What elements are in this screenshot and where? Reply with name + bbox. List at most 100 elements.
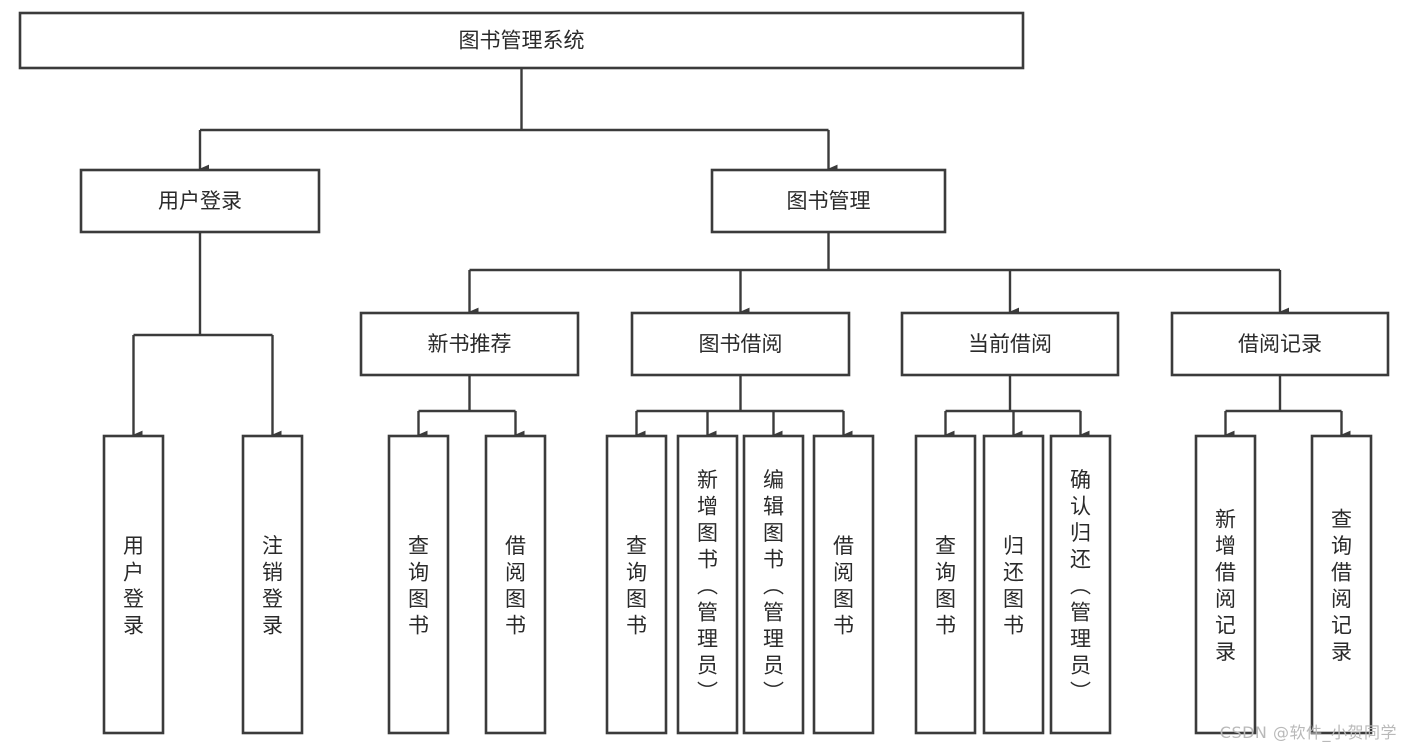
- node-label-char: 增: [697, 494, 718, 518]
- node-label-char: 图: [626, 587, 647, 611]
- node-label-char: 理: [763, 627, 784, 651]
- node-label-char: 借: [1215, 561, 1236, 585]
- node-label-char: （: [1068, 574, 1092, 595]
- node-label-char: 登: [262, 587, 283, 611]
- node-book-borrow[interactable]: 图书借阅: [630, 311, 851, 377]
- node-label-char: 录: [262, 614, 283, 638]
- node-label-char: 记: [1215, 614, 1236, 638]
- node-label-char: 新: [1215, 508, 1236, 532]
- connector-layer: [132, 68, 1351, 440]
- node-label-char: 管: [763, 600, 784, 624]
- node-label-char: 图: [505, 587, 526, 611]
- node-label-char: 书: [935, 614, 956, 638]
- node-label-char: 还: [1070, 547, 1091, 571]
- node-label: 图书管理系统: [459, 29, 585, 53]
- node-label: 借阅记录: [1238, 332, 1322, 356]
- node-label-char: （: [761, 574, 785, 595]
- node-label-char: 录: [1215, 640, 1236, 664]
- node-label: 图书借阅: [699, 332, 783, 356]
- node-label: 图书管理: [787, 189, 871, 213]
- node-label-char: 借: [1331, 561, 1352, 585]
- node-label-char: 理: [697, 627, 718, 651]
- node-label-char: 书: [833, 614, 854, 638]
- node-label-char: 询: [408, 561, 429, 585]
- node-label-char: 员: [1070, 653, 1091, 677]
- node-label-char: 归: [1070, 521, 1091, 545]
- node-label-char: 销: [262, 561, 283, 585]
- node-borrow-record[interactable]: 借阅记录: [1170, 311, 1390, 377]
- node-label-char: 查: [935, 534, 956, 558]
- node-label-char: 询: [935, 561, 956, 585]
- watermark-label: CSDN @软件_小贺同学: [1219, 723, 1397, 742]
- node-book-manage[interactable]: 图书管理: [710, 168, 947, 234]
- node-label-char: 阅: [1331, 587, 1352, 611]
- node-label-char: 理: [1070, 627, 1091, 651]
- node-label-char: 录: [1331, 640, 1352, 664]
- node-label-char: 图: [935, 587, 956, 611]
- node-label-char: 新: [697, 468, 718, 492]
- node-label-char: 阅: [505, 561, 526, 585]
- node-label-char: 还: [1003, 561, 1024, 585]
- node-label-char: 归: [1003, 534, 1024, 558]
- node-label-char: 增: [1215, 534, 1236, 558]
- node-label-char: 查: [626, 534, 647, 558]
- node-label-char: 图: [408, 587, 429, 611]
- node-label-char: 借: [833, 534, 854, 558]
- node-label-char: ）: [761, 680, 785, 701]
- node-label-char: ）: [1068, 680, 1092, 701]
- node-label-char: 图: [763, 521, 784, 545]
- node-label: 当前借阅: [968, 332, 1052, 356]
- node-label-char: 记: [1331, 614, 1352, 638]
- node-label-char: 询: [1331, 534, 1352, 558]
- node-new-book-rec[interactable]: 新书推荐: [359, 311, 580, 377]
- node-label-char: （: [695, 574, 719, 595]
- node-label-char: 注: [262, 534, 283, 558]
- node-label-char: 员: [763, 653, 784, 677]
- node-label-char: 图: [697, 521, 718, 545]
- node-label-char: 员: [697, 653, 718, 677]
- node-label-char: 书: [763, 547, 784, 571]
- node-label: 用户登录: [158, 189, 242, 213]
- node-label-char: 查: [408, 534, 429, 558]
- node-leaf-user-login[interactable]: 用户登录: [102, 434, 165, 735]
- node-label: 新书推荐: [428, 332, 512, 356]
- node-label-char: 查: [1331, 508, 1352, 532]
- node-label-char: ）: [695, 680, 719, 701]
- node-root[interactable]: 图书管理系统: [18, 11, 1025, 70]
- node-label-char: 阅: [833, 561, 854, 585]
- node-label-char: 编: [763, 468, 784, 492]
- node-label-char: 用: [123, 534, 144, 558]
- node-label-char: 书: [697, 547, 718, 571]
- node-layer: 图书管理系统用户登录图书管理新书推荐图书借阅当前借阅借阅记录用户登录注销登录查询…: [18, 11, 1390, 735]
- node-label-char: 图: [833, 587, 854, 611]
- node-label-char: 书: [626, 614, 647, 638]
- node-label-char: 阅: [1215, 587, 1236, 611]
- node-label-char: 图: [1003, 587, 1024, 611]
- node-label-char: 管: [1070, 600, 1091, 624]
- node-label-char: 书: [505, 614, 526, 638]
- node-label-char: 询: [626, 561, 647, 585]
- node-label-char: 登: [123, 587, 144, 611]
- node-label-char: 书: [1003, 614, 1024, 638]
- node-user-login[interactable]: 用户登录: [79, 168, 321, 234]
- node-label-char: 确: [1070, 468, 1091, 492]
- node-current-borrow[interactable]: 当前借阅: [900, 311, 1120, 377]
- node-label-char: 管: [697, 600, 718, 624]
- node-label-char: 借: [505, 534, 526, 558]
- node-label-char: 户: [123, 561, 144, 585]
- node-label-char: 辑: [763, 494, 784, 518]
